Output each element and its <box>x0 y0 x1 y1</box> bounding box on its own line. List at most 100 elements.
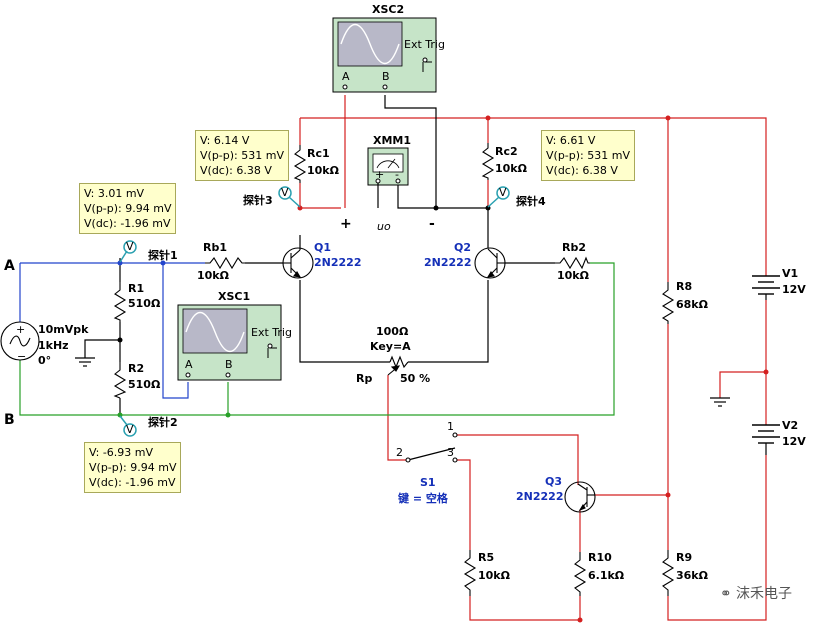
probe3-vpp: V(p-p): 531 mV <box>200 149 284 162</box>
probe1-name: 探针1 <box>148 248 178 262</box>
probe2-name: 探针2 <box>148 415 178 429</box>
v1-value: 12V <box>782 283 806 296</box>
probe4-name: 探针4 <box>516 194 546 208</box>
r8-value: 68kΩ <box>676 298 709 311</box>
rp-percent: 50 % <box>400 372 430 385</box>
probe1-v: V: 3.01 mV <box>84 187 145 200</box>
black-wires <box>84 95 555 461</box>
switch-pin-2: 2 <box>396 446 403 459</box>
xsc2-ch-b: B <box>382 70 390 83</box>
rc2-label: Rc2 <box>495 145 518 158</box>
xsc1-ch-b: B <box>225 358 233 371</box>
probe3-name: 探针3 <box>243 193 273 207</box>
xsc1-ext-trig: Ext Trig <box>251 326 292 339</box>
potentiometer-rp <box>389 355 409 369</box>
resistor-r8 <box>661 282 675 324</box>
rb1-label: Rb1 <box>203 241 227 254</box>
r8-label: R8 <box>676 280 692 293</box>
probe2-vdc: V(dc): -1.96 mV <box>89 476 176 489</box>
r9-label: R9 <box>676 551 692 564</box>
r5-label: R5 <box>478 551 494 564</box>
svg-text:+: + <box>16 323 25 336</box>
rp-label: Rp <box>356 372 372 385</box>
resistor-rc1 <box>293 145 307 183</box>
q1-model: 2N2222 <box>314 256 361 269</box>
xsc1-ch-a: A <box>185 358 193 371</box>
xmm1-minus: - <box>395 168 399 181</box>
v2-label: V2 <box>782 419 798 432</box>
switch-pin-1: 1 <box>447 420 454 433</box>
battery-v2 <box>752 424 780 455</box>
transistor-q1 <box>282 247 314 279</box>
node-label-a: A <box>4 258 15 274</box>
xsc2-label: XSC2 <box>372 3 404 16</box>
xsc2-ext-trig: Ext Trig <box>404 38 445 51</box>
output-plus: + <box>340 216 352 232</box>
resistor-r9 <box>661 550 675 596</box>
rp-key: Key=A <box>370 340 411 353</box>
resistor-r1 <box>113 282 127 322</box>
probe-marker-1: V <box>119 240 137 263</box>
rb1-value: 10kΩ <box>197 269 230 282</box>
ground-symbol <box>75 357 95 367</box>
rb2-value: 10kΩ <box>557 269 590 282</box>
probe3-readout: V: 6.14 V V(p-p): 531 mV V(dc): 6.38 V <box>195 130 289 181</box>
q3-model: 2N2222 <box>516 490 563 503</box>
battery-v1 <box>752 275 780 300</box>
resistor-r10 <box>573 552 587 596</box>
s1-key: 键 = 空格 <box>397 491 449 505</box>
q2-label: Q2 <box>454 241 471 254</box>
svg-text:V: V <box>126 423 134 436</box>
resistor-rb2 <box>555 256 590 270</box>
rc2-value: 10kΩ <box>495 162 528 175</box>
q3-label: Q3 <box>545 475 562 488</box>
watermark-text: 沫禾电子 <box>736 586 792 602</box>
probe3-vdc: V(dc): 6.38 V <box>200 164 272 177</box>
r9-value: 36kΩ <box>676 569 709 582</box>
probe4-vpp: V(p-p): 531 mV <box>546 149 630 162</box>
probe2-v: V: -6.93 mV <box>89 446 154 459</box>
xsc1-label: XSC1 <box>218 290 250 303</box>
resistor-r5 <box>463 550 477 596</box>
junction-dots <box>117 115 769 623</box>
probe2-vpp: V(p-p): 9.94 mV <box>89 461 177 474</box>
svg-text:−: − <box>17 350 26 363</box>
resistor-r2 <box>113 362 127 399</box>
probe-marker-3: V <box>278 186 301 208</box>
potentiometer-wiper <box>387 365 401 376</box>
svg-text:V: V <box>281 186 289 199</box>
transistor-q3 <box>564 481 596 513</box>
ac-source: + − <box>0 321 40 363</box>
probe-marker-4: V <box>487 186 510 208</box>
xmm1-label: XMM1 <box>373 134 411 147</box>
rp-value: 100Ω <box>376 325 409 338</box>
r2-value: 510Ω <box>128 378 161 391</box>
oscilloscope-xsc2 <box>332 17 437 93</box>
transistor-q2 <box>474 247 506 279</box>
source-frequency: 1kHz <box>38 339 69 352</box>
probe1-vpp: V(p-p): 9.94 mV <box>84 202 172 215</box>
probe-marker-2: V <box>119 415 137 437</box>
v1-label: V1 <box>782 267 798 280</box>
q2-model: 2N2222 <box>424 256 471 269</box>
switch-s1 <box>405 432 458 463</box>
resistor-rb1 <box>205 256 245 270</box>
xmm1-plus: + <box>375 168 384 181</box>
r5-value: 10kΩ <box>478 569 511 582</box>
rc1-label: Rc1 <box>307 147 330 160</box>
r1-value: 510Ω <box>128 297 161 310</box>
watermark: ⚭ 沫禾电子 <box>720 583 792 603</box>
r10-label: R10 <box>588 551 612 564</box>
r1-label: R1 <box>128 282 144 295</box>
switch-pin-3: 3 <box>447 446 454 459</box>
oscilloscope-xsc1 <box>177 304 282 381</box>
probe3-v: V: 6.14 V <box>200 134 250 147</box>
v2-value: 12V <box>782 435 806 448</box>
probe2-readout: V: -6.93 mV V(p-p): 9.94 mV V(dc): -1.96… <box>84 442 182 493</box>
rb2-label: Rb2 <box>562 241 586 254</box>
probe4-readout: V: 6.61 V V(p-p): 531 mV V(dc): 6.38 V <box>541 130 635 181</box>
node-label-b: B <box>4 412 15 428</box>
resistors <box>113 143 675 596</box>
red-wires <box>299 95 767 621</box>
ground-symbol <box>710 397 730 407</box>
